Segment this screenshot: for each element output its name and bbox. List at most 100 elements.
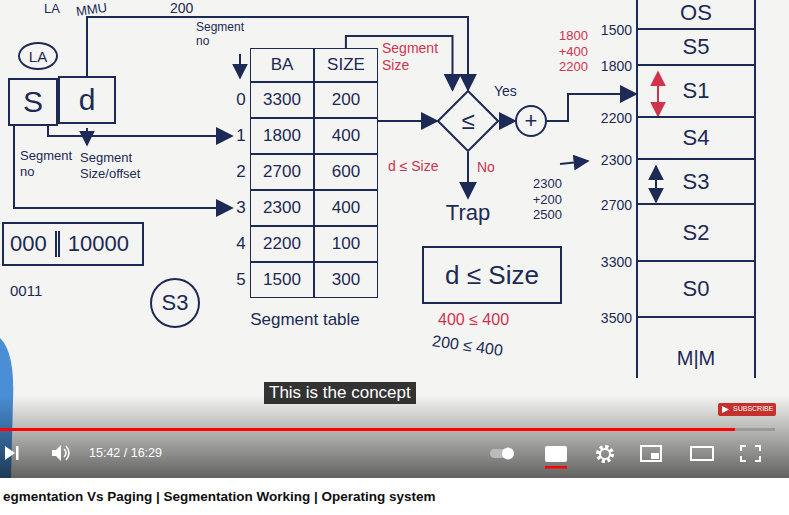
theater-icon [691, 447, 713, 460]
binary-value: 0011 [10, 282, 42, 300]
segment-name: S4 [683, 125, 710, 151]
node-text: S [23, 85, 43, 119]
settings-icon [598, 447, 612, 461]
memory-segment: S3 [638, 160, 754, 205]
player-shade [0, 395, 789, 478]
node-text: + [525, 108, 538, 134]
field-name: Segment no [20, 148, 74, 179]
segment-number: 5 [236, 270, 245, 290]
segment-name: S0 [683, 276, 710, 302]
address-circle: LA [18, 42, 58, 70]
condition-box: d ≤ Size [422, 246, 562, 304]
trap-text: Trap [433, 198, 503, 228]
table-value: 1800 [263, 126, 301, 146]
segment-name: S2 [683, 220, 710, 246]
table-value: 600 [332, 162, 360, 182]
edge-label: 200 [168, 1, 195, 15]
segment-field: S [8, 78, 58, 126]
leader-line [239, 54, 241, 78]
memory-address: 2300 [590, 152, 632, 169]
check-note: 400 ≤ 400 [438, 310, 509, 329]
node-text: ≤ [461, 107, 474, 135]
table-cell: 0 [232, 82, 250, 118]
table-cell: 4 [232, 226, 250, 262]
span-arrow [657, 72, 659, 116]
segment-name: S3 [683, 169, 710, 195]
segment-number: 1 [236, 126, 245, 146]
subscribe-badge: SUBSCRIBE [733, 405, 773, 413]
memory-segment: S2 [638, 205, 754, 262]
table-cell: 2200 [250, 226, 314, 262]
connector [467, 152, 469, 198]
calculation: 1800 +400 2200 [548, 28, 588, 75]
node-text: d ≤ Size [445, 260, 539, 291]
segment-number: 2 [236, 162, 245, 182]
table-row: 51500300 [232, 262, 378, 298]
table-cell: SIZE [314, 48, 378, 82]
memory-segment: S1 [638, 66, 754, 118]
table-value: BA [271, 55, 294, 75]
segment-circle: S3 [150, 278, 200, 328]
segment-number: 4 [236, 234, 245, 254]
check-note: 200 ≤ 400 [431, 331, 504, 360]
table-row: 2 2700 600 [232, 154, 378, 190]
table-cell: 3 [232, 190, 250, 226]
captions-icon [545, 446, 567, 462]
binary-address: 00010000 [2, 222, 144, 266]
table-value: SIZE [327, 55, 365, 75]
table-value: 400 [332, 198, 360, 218]
table-row: 03300200 [232, 82, 378, 118]
table-value: 300 [332, 270, 360, 290]
memory-address: 3300 [590, 254, 632, 271]
node-text: S3 [162, 290, 189, 316]
progress-track [0, 428, 775, 431]
table-cell: 100 [314, 226, 378, 262]
table-value: 2300 [263, 198, 301, 218]
memory-address: 2700 [590, 197, 632, 214]
binary-bits: 10000 [55, 231, 129, 257]
fullscreen-icon [741, 446, 760, 461]
table-cell: 600 [314, 154, 378, 190]
node-text: d [79, 83, 96, 117]
volume-icon [52, 445, 61, 461]
title-bar [0, 478, 789, 515]
subscribe-badge [722, 406, 729, 413]
table-value: 200 [332, 90, 360, 110]
connector [87, 17, 468, 90]
corner-note: LA [44, 1, 60, 17]
binary-bits: 000 [8, 231, 55, 257]
compare-diamond: ≤ [437, 90, 499, 152]
table-value: 400 [332, 126, 360, 146]
table-cell: 300 [314, 262, 378, 298]
subscribe-badge [718, 403, 776, 416]
memory-segment: S4 [638, 118, 754, 160]
segment-number: 3 [236, 198, 245, 218]
next-icon [5, 446, 15, 460]
connector [14, 126, 232, 208]
condition-note: d ≤ Size [388, 158, 438, 175]
table-cell: BA [250, 48, 314, 82]
table-cell: 1 [232, 118, 250, 154]
progress-played [0, 428, 735, 431]
adder-circle: + [515, 105, 547, 137]
segment-name: OS [680, 0, 712, 26]
memory-segment: S0 [638, 262, 754, 318]
memory-address: 1800 [590, 58, 632, 75]
segment-table: Segment tableBASIZE033002001180040022700… [232, 48, 378, 332]
memory-segment: OS [638, 0, 754, 30]
table-value: 100 [332, 234, 360, 254]
table-cell [232, 48, 250, 82]
table-cell: 400 [314, 118, 378, 154]
table-value: 2700 [263, 162, 301, 182]
table-row: 1 1800 400 [232, 118, 378, 154]
table-value: 2200 [263, 234, 301, 254]
offset-field: d [58, 76, 116, 124]
node-text: Trap [446, 200, 490, 226]
time-display: 15:42 / 16:29 [89, 446, 162, 461]
volume-icon [64, 446, 69, 460]
segment-name: S5 [683, 34, 710, 60]
table-row: 3 2300 400 [232, 190, 378, 226]
settings-icon [600, 449, 610, 459]
column-note: Segment no [196, 20, 250, 49]
